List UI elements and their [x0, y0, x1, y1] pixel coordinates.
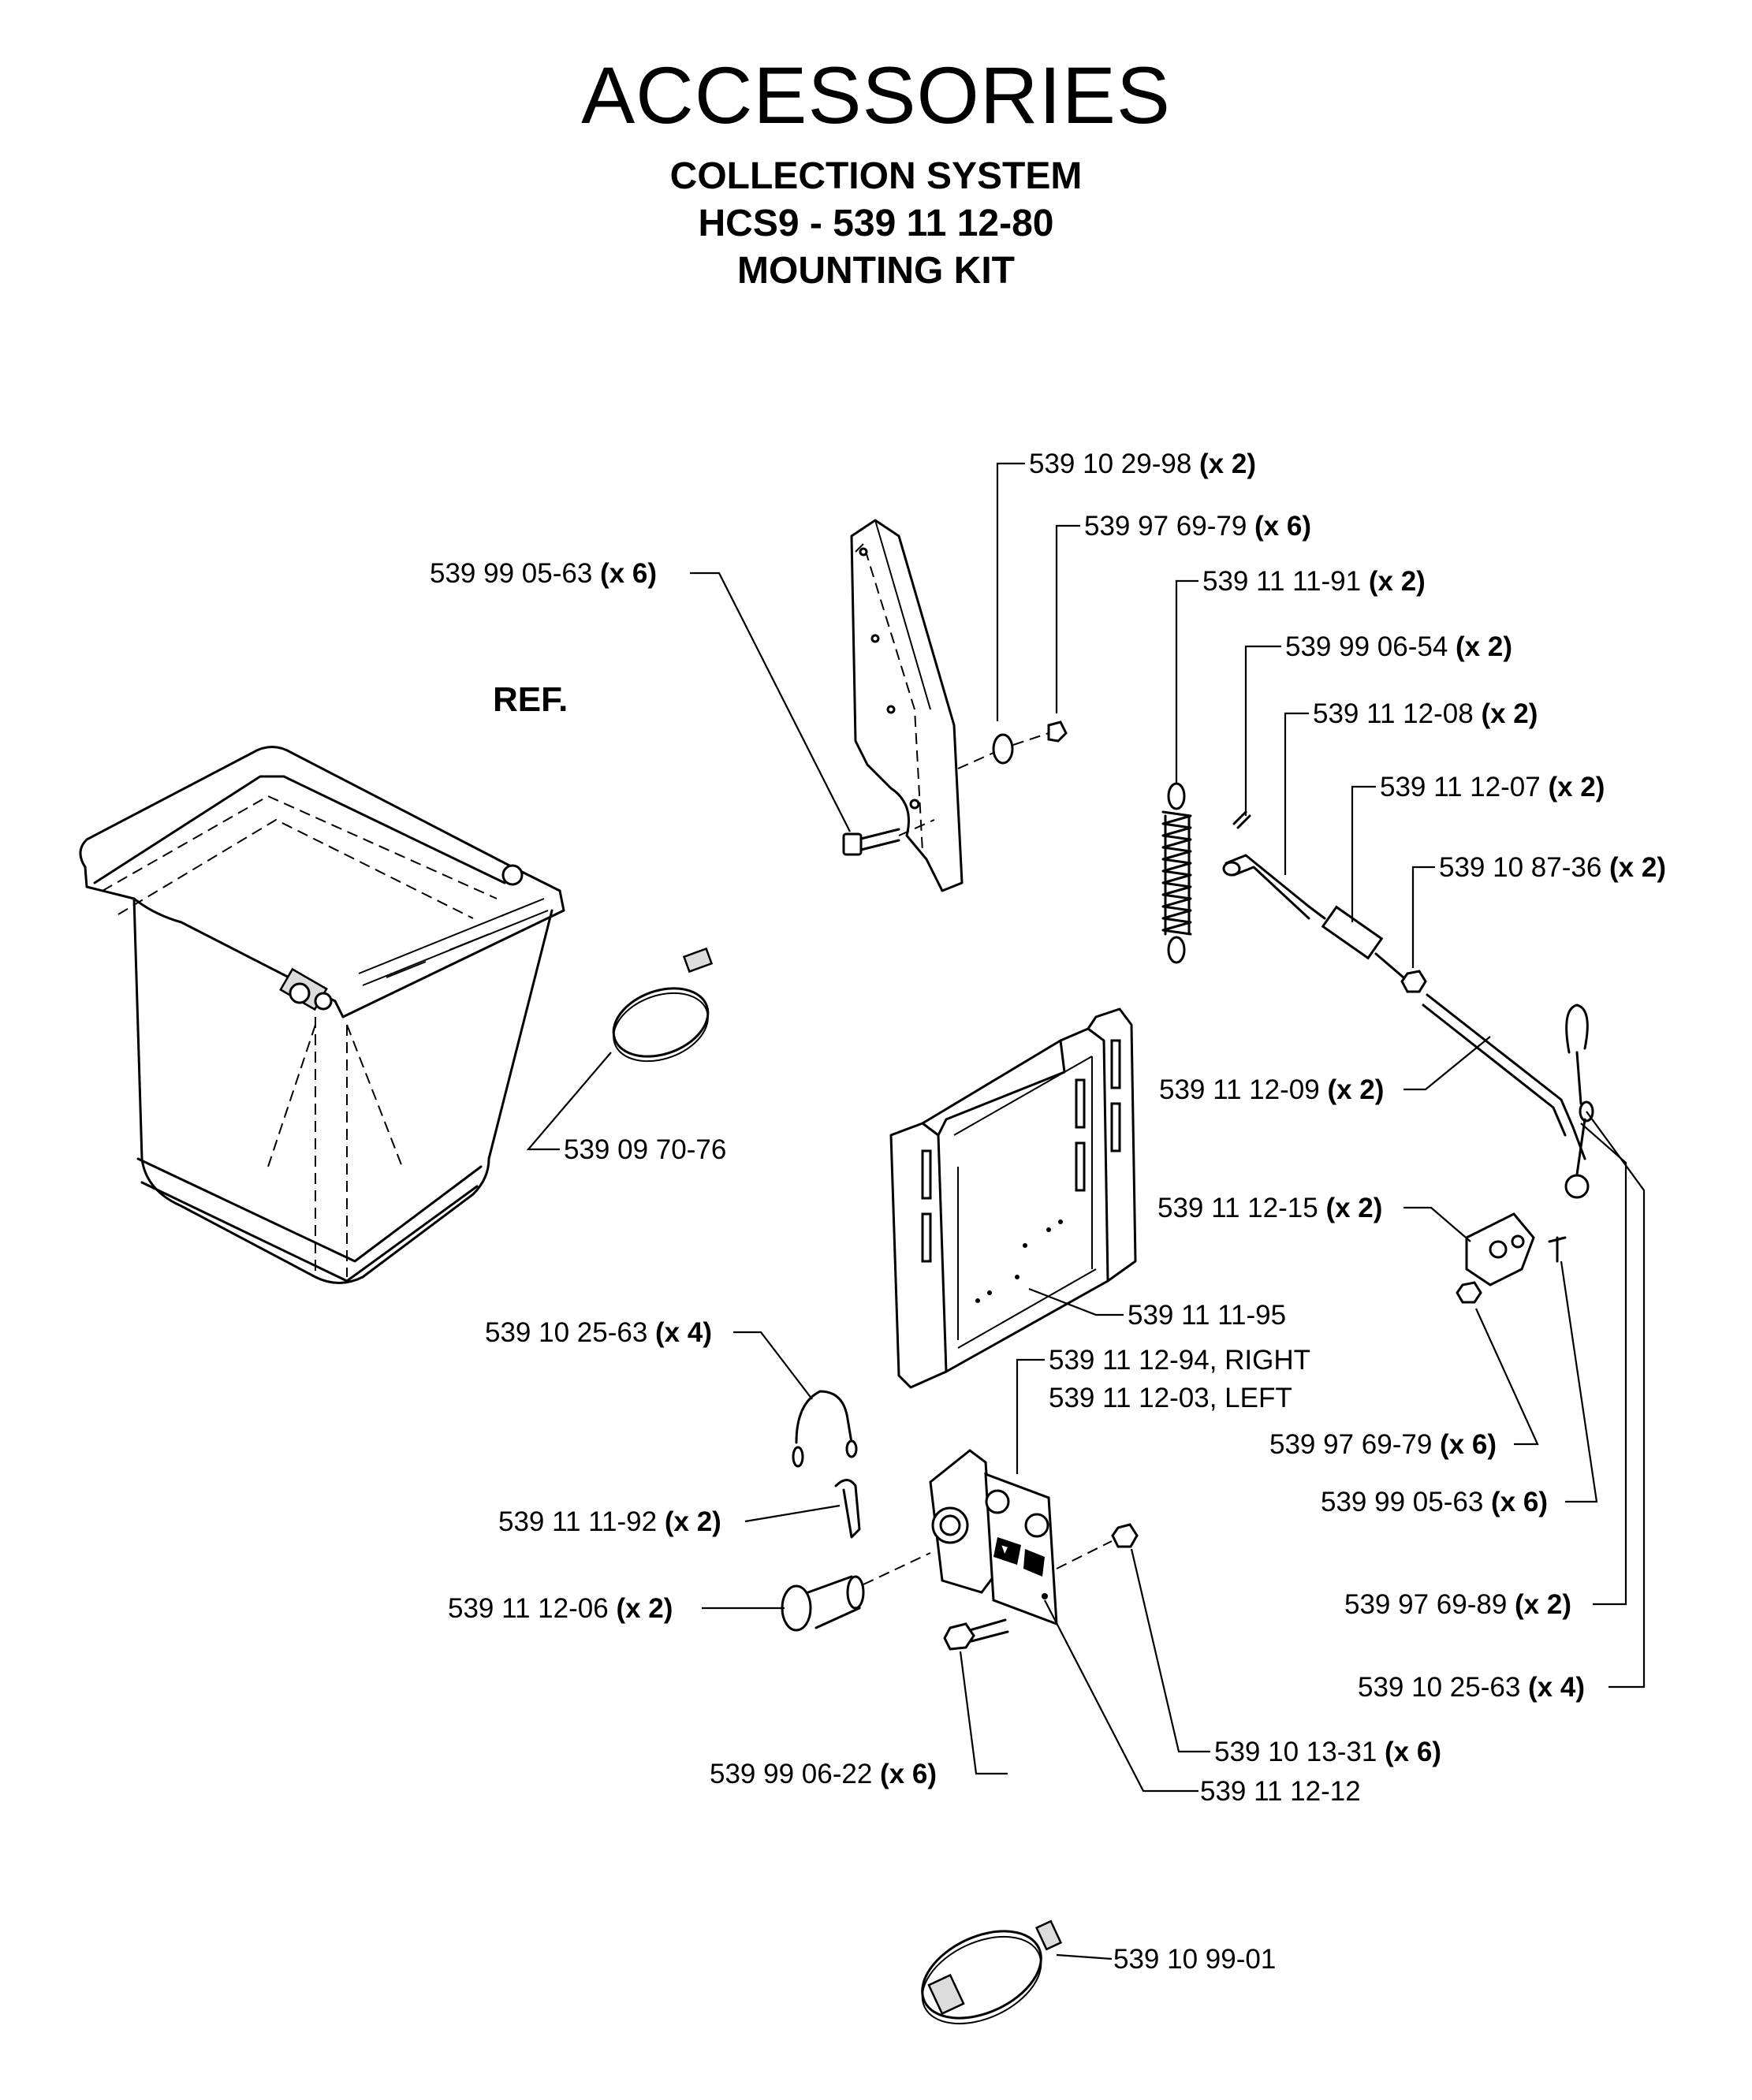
hitch-pin-illustration [781, 1552, 931, 1632]
callout-539-97-69-89: 539 97 69-89 (x 2) [1344, 1589, 1571, 1620]
washer-top-illustration [957, 720, 1068, 769]
cotter-pin-illustration [1232, 810, 1251, 829]
callout-539-11-12-08: 539 11 12-08 (x 2) [1313, 698, 1538, 729]
callout-539-09-70-76: 539 09 70-76 [564, 1134, 726, 1165]
callout-539-11-11-92: 539 11 11-92 (x 2) [498, 1506, 721, 1537]
ref-label: REF. [493, 680, 568, 719]
bracket-plate-illustration [850, 519, 964, 892]
callout-539-11-12-07: 539 11 12-07 (x 2) [1380, 772, 1605, 802]
lanyard-left-illustration [792, 1390, 858, 1468]
subtitle-collection-system: COLLECTION SYSTEM [669, 155, 1083, 197]
callout-539-99-05-63-bottom: 539 99 05-63 (x 6) [1321, 1487, 1548, 1517]
callout-539-11-12-06: 539 11 12-06 (x 2) [448, 1593, 673, 1624]
callout-539-10-25-63-right: 539 10 25-63 (x 4) [1358, 1672, 1585, 1703]
callout-539-10-25-63-left: 539 10 25-63 (x 4) [485, 1317, 712, 1348]
spring-illustration [1161, 782, 1192, 964]
hose-clamp-large-illustration [921, 1919, 1063, 2025]
nut-bottom-illustration [1056, 1523, 1139, 1569]
callout-539-11-11-91: 539 11 11-91 (x 2) [1202, 566, 1426, 597]
callout-539-99-06-54: 539 99 06-54 (x 2) [1285, 631, 1512, 662]
bolt-top-illustration [842, 819, 935, 856]
subtitle-model-number: HCS9 - 539 11 12-80 [698, 203, 1054, 244]
plate-small-illustration [1456, 1212, 1567, 1304]
callout-539-97-69-79-bottom: 539 97 69-79 (x 6) [1269, 1429, 1497, 1460]
rod-assembly-illustration [1222, 854, 1590, 1199]
callout-539-10-13-31: 539 10 13-31 (x 6) [1214, 1737, 1441, 1767]
collection-bag-illustration [79, 746, 565, 1284]
callout-539-11-12-15: 539 11 12-15 (x 2) [1157, 1193, 1382, 1223]
leader-lines [526, 462, 1646, 1960]
lynch-pin-left-illustration [834, 1479, 861, 1539]
side-bracket-illustration [929, 1449, 1058, 1626]
callout-539-10-29-98: 539 10 29-98 (x 2) [1029, 449, 1256, 479]
page-title: ACCESSORIES [581, 50, 1171, 140]
hitch-frame-illustration [889, 1007, 1137, 1389]
callout-539-97-69-79-top: 539 97 69-79 (x 6) [1084, 511, 1311, 542]
callout-539-99-06-22: 539 99 06-22 (x 6) [710, 1759, 937, 1789]
lanyard-right-illustration [1565, 1003, 1594, 1176]
callout-539-11-11-95: 539 11 11-95 [1128, 1300, 1286, 1331]
callout-539-11-12-12: 539 11 12-12 [1200, 1776, 1361, 1807]
hose-clamp-small-illustration [612, 947, 714, 1063]
bolt-bottom-illustration [943, 1618, 1009, 1651]
callout-539-10-99-01: 539 10 99-01 [1113, 1944, 1276, 1975]
callout-539-10-87-36: 539 10 87-36 (x 2) [1439, 852, 1666, 883]
subtitle-mounting-kit: MOUNTING KIT [737, 250, 1015, 292]
callout-539-11-12-03-left: 539 11 12-03, LEFT [1049, 1383, 1292, 1413]
callout-539-11-12-09: 539 11 12-09 (x 2) [1159, 1074, 1384, 1105]
callout-labels: REF. 539 10 29-98 (x 2) 539 97 69-79 (x … [430, 449, 1666, 1975]
callout-539-99-05-63-top: 539 99 05-63 (x 6) [430, 558, 657, 589]
callout-539-11-12-94-right: 539 11 12-94, RIGHT [1049, 1345, 1310, 1376]
